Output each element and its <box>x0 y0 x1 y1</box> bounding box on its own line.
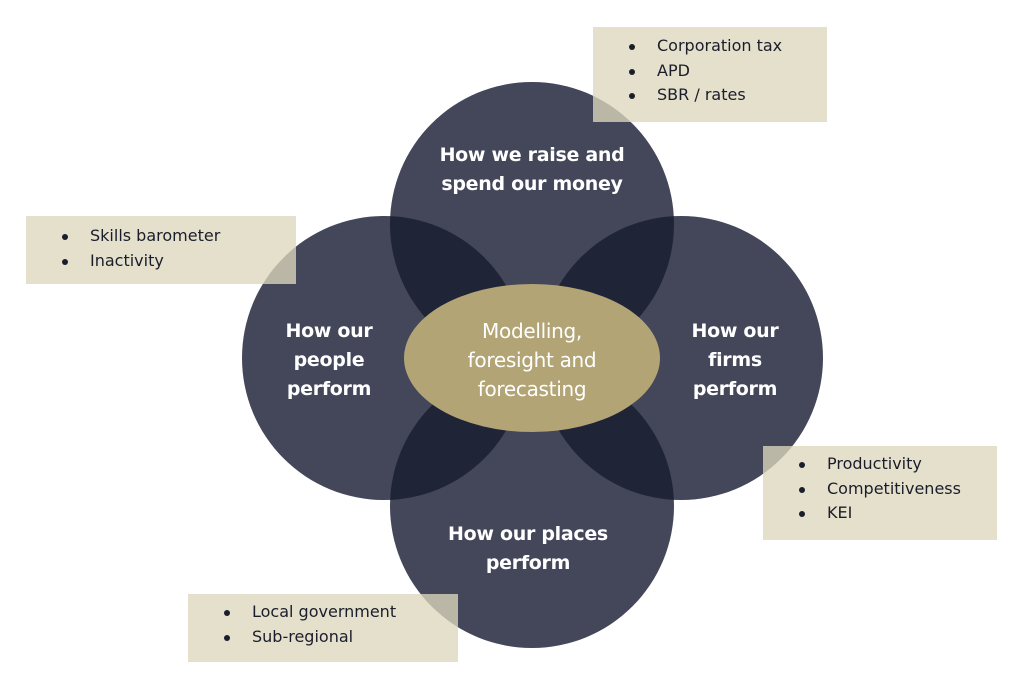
circle-top-label-line-2: spend our money <box>441 173 623 195</box>
box-top-right: Corporation tax APD SBR / rates <box>593 27 827 122</box>
box-right-list: Productivity Competitiveness KEI <box>763 452 997 526</box>
list-item: Productivity <box>763 452 997 477</box>
list-item: Inactivity <box>26 249 296 274</box>
list-item: Sub-regional <box>188 625 458 650</box>
box-bottom-left-list: Local government Sub-regional <box>188 600 458 649</box>
center-label-line-1: Modelling, <box>482 319 582 343</box>
circle-bottom-label-line-1: How our places <box>448 523 608 545</box>
circle-right-label-line-2: firms <box>708 349 762 371</box>
circle-left-label-line-2: people <box>293 349 365 371</box>
list-item: Competitiveness <box>763 477 997 502</box>
list-item: KEI <box>763 501 997 526</box>
list-item: APD <box>593 59 827 84</box>
list-item: Corporation tax <box>593 34 827 59</box>
list-item: Skills barometer <box>26 224 296 249</box>
center-label-line-3: forecasting <box>477 377 587 401</box>
list-item: Local government <box>188 600 458 625</box>
center-label-line-2: foresight and <box>467 348 597 372</box>
circle-right-label: How our firms perform <box>670 317 800 404</box>
circle-right-label-line-3: perform <box>692 378 778 400</box>
box-top-right-list: Corporation tax APD SBR / rates <box>593 34 827 108</box>
box-bottom-left: Local government Sub-regional <box>188 594 458 662</box>
circle-right-label-line-1: How our <box>691 320 779 342</box>
box-left: Skills barometer Inactivity <box>26 216 296 284</box>
list-item: SBR / rates <box>593 83 827 108</box>
box-right: Productivity Competitiveness KEI <box>763 446 997 540</box>
circle-top-label-line-1: How we raise and <box>439 144 625 166</box>
overlap-top-right <box>539 216 674 366</box>
circle-left-label-line-3: perform <box>286 378 372 400</box>
center-label: Modelling, foresight and forecasting <box>432 317 632 404</box>
circle-bottom-label-line-2: perform <box>485 552 571 574</box>
circle-left-label: How our people perform <box>264 317 394 404</box>
box-left-list: Skills barometer Inactivity <box>26 224 296 273</box>
center-ellipse <box>404 284 660 432</box>
overlap-bottom-left <box>390 364 526 500</box>
circle-left-label-line-1: How our <box>285 320 373 342</box>
overlap-bottom-right <box>539 364 674 500</box>
overlap-top-left <box>390 216 526 366</box>
circle-top-label: How we raise and spend our money <box>432 141 632 199</box>
circle-bottom-label: How our places perform <box>428 520 628 578</box>
